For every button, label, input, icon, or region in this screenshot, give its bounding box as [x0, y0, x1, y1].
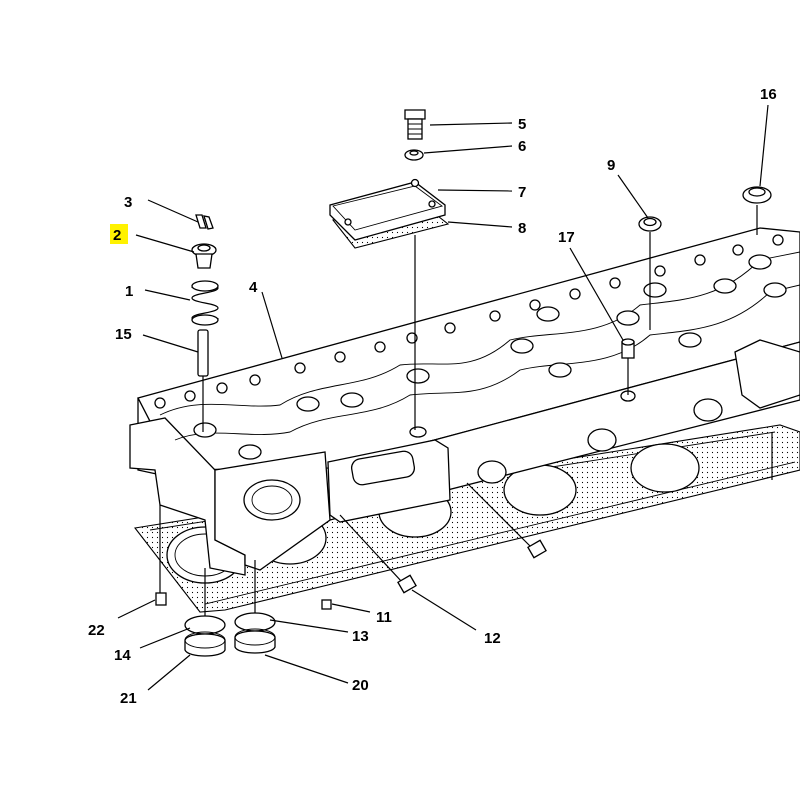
dowel-pin-22 — [155, 592, 167, 606]
fitting-bolt-right — [466, 482, 547, 559]
callout-4: 4 — [249, 279, 258, 296]
fitting-bolt-12 — [339, 514, 417, 594]
valve-spring-retainer — [191, 243, 217, 269]
callout-2-highlight — [110, 224, 128, 244]
stud — [621, 338, 635, 359]
callout-3: 3 — [124, 194, 132, 211]
valve-seat-13 — [234, 612, 276, 632]
callout-11: 11 — [376, 609, 392, 626]
callout-21: 21 — [120, 690, 137, 707]
callout-13: 13 — [352, 628, 369, 645]
callout-22: 22 — [88, 622, 105, 639]
callout-17: 17 — [558, 229, 575, 246]
callout-5: 5 — [518, 116, 526, 133]
callouts: 2 3 1 15 4 5 6 7 8 9 17 16 22 14 21 13 2… — [88, 86, 777, 707]
cylinder-head — [129, 227, 800, 576]
callout-12: 12 — [484, 630, 501, 647]
plug-cap — [742, 186, 772, 204]
washer — [404, 149, 424, 161]
seal-ring — [638, 216, 662, 232]
bolt — [404, 109, 426, 140]
callout-7: 7 — [518, 184, 526, 201]
valve-seat-14 — [184, 615, 226, 635]
callout-2: 2 — [113, 227, 121, 244]
callout-15: 15 — [115, 326, 132, 343]
valve-spring — [191, 280, 219, 326]
callout-16: 16 — [760, 86, 777, 103]
valve-21 — [184, 631, 226, 657]
callout-8: 8 — [518, 220, 526, 237]
callout-20: 20 — [352, 677, 369, 694]
callout-9: 9 — [607, 157, 615, 174]
leader-lines — [117, 104, 769, 691]
valve-guide — [197, 329, 209, 377]
valve-keepers — [195, 214, 214, 230]
dowel-pin-11 — [321, 599, 332, 610]
valve-20 — [234, 628, 276, 654]
callout-1: 1 — [125, 283, 133, 300]
cover-plate — [329, 178, 446, 241]
callout-6: 6 — [518, 138, 526, 155]
callout-14: 14 — [114, 647, 131, 664]
head-bolt-holes — [154, 234, 784, 409]
assembly-lines — [159, 180, 773, 620]
